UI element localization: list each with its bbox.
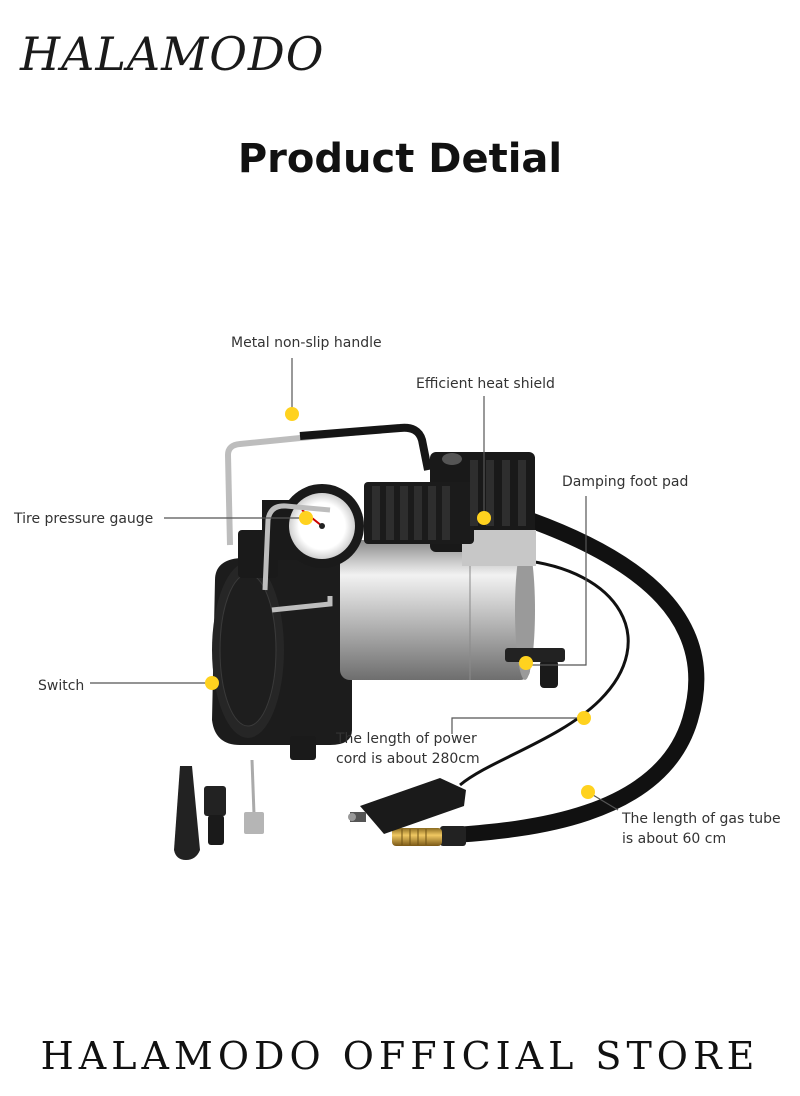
leader-lines: [90, 358, 619, 811]
store-footer: HALAMODO OFFICIAL STORE: [40, 1034, 760, 1078]
callout-handle: Metal non-slip handle: [231, 335, 382, 351]
heat-shield: [364, 452, 536, 566]
callout-power-cord-line-1: The length of power: [336, 731, 477, 747]
marker-switch: [205, 676, 219, 690]
pressure-gauge: [262, 484, 364, 613]
marker-damping: [519, 656, 533, 670]
compressor-cylinder: [340, 540, 535, 680]
power-cord: [348, 558, 630, 834]
marker-heat-shield: [477, 511, 491, 525]
gas-tube: [392, 512, 705, 846]
marker-gas-tube: [581, 785, 595, 799]
callout-markers: [205, 407, 595, 799]
accessory-nozzles: [174, 759, 264, 860]
callout-gas-tube: The length of gas tube is about 60 cm: [622, 809, 781, 849]
callout-gas-tube-line-2: is about 60 cm: [622, 831, 727, 847]
callout-switch: Switch: [38, 678, 85, 694]
foot-pads: [505, 648, 565, 688]
brand-logo-text: HALAMODO: [19, 27, 325, 81]
callout-heat-shield: Efficient heat shield: [416, 376, 555, 392]
callout-tire-pressure-gauge: Tire pressure gauge: [14, 511, 154, 527]
brand-logo: HALAMODO: [19, 27, 325, 81]
page-title: Product Detial: [237, 136, 563, 182]
marker-gauge: [299, 511, 313, 525]
marker-handle: [285, 407, 299, 421]
callout-power-cord-line-2: cord is about 280cm: [336, 751, 480, 767]
callout-power-cord: The length of power cord is about 280cm: [336, 729, 480, 769]
marker-power-cord: [577, 711, 591, 725]
callout-damping-foot-pad: Damping foot pad: [562, 474, 689, 490]
callout-gas-tube-line-1: The length of gas tube: [622, 811, 781, 827]
metal-handle: [224, 423, 432, 546]
